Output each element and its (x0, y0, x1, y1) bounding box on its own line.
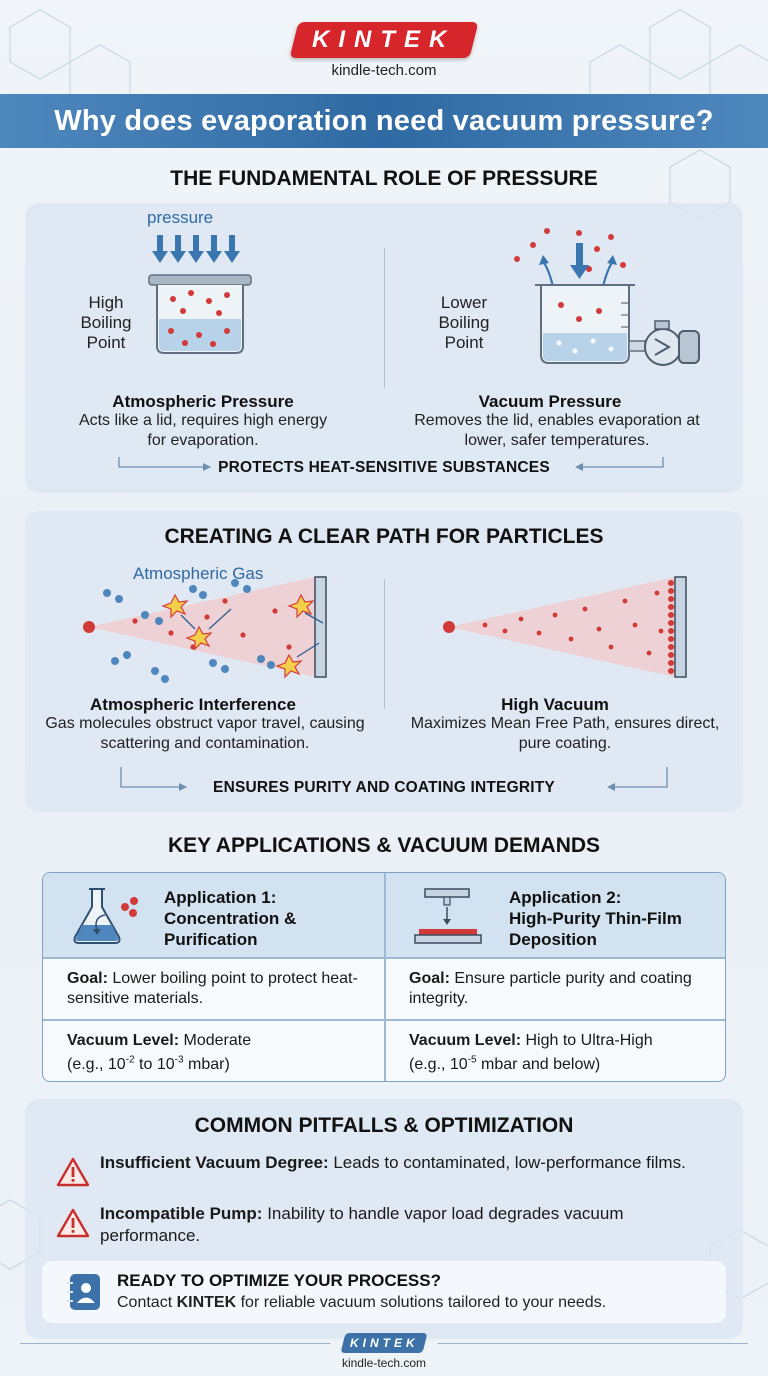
footer-line (20, 1343, 330, 1344)
page-title: Why does evaporation need vacuum pressur… (54, 104, 714, 137)
app1-goal-text: Lower boiling point to protect heat-sens… (67, 970, 358, 1007)
range-text: (e.g., 10 (409, 1056, 468, 1074)
table-row-line (43, 1019, 725, 1021)
pitfall-label: Incompatible Pump: (100, 1204, 263, 1223)
particle-path-panel: CREATING A CLEAR PATH FOR PARTICLES Atmo… (25, 511, 743, 812)
range-text: to 10 (134, 1056, 175, 1074)
title-banner: Why does evaporation need vacuum pressur… (0, 94, 768, 148)
lower-boiling-point-label: Lower Boiling Point (438, 293, 490, 352)
high-vacuum-heading: High Vacuum (501, 695, 609, 714)
scattering-diagram-icon (83, 576, 327, 683)
range-text: mbar and below) (476, 1056, 601, 1074)
cta-text: Contact KINTEK for reliable vacuum solut… (117, 1294, 606, 1312)
table-divider (384, 873, 386, 1081)
ensures-purity-callout: ENSURES PURITY AND COATING INTEGRITY (213, 779, 555, 796)
atmospheric-interference-desc: Gas molecules obstruct vapor travel, cau… (45, 715, 365, 752)
cta-text-post: for reliable vacuum solutions tailored t… (236, 1294, 607, 1311)
pitfall-text: Leads to contaminated, low-performance f… (328, 1153, 686, 1172)
atmospheric-interference-heading: Atmospheric Interference (90, 695, 296, 714)
goal-label: Goal: (409, 970, 450, 987)
footer-site-url: kindle-tech.com (341, 1356, 427, 1370)
callout-bracket-arrows (120, 767, 668, 791)
vacuum-pressure-desc: Removes the lid, enables evaporation at … (414, 412, 700, 449)
pressure-label: pressure (147, 208, 214, 227)
warning-icon (56, 1157, 90, 1187)
warning-icon (56, 1208, 90, 1238)
app2-vacuum-value: High to Ultra-High (521, 1032, 653, 1049)
exponent: -5 (467, 1055, 477, 1066)
pitfall-label: Insufficient Vacuum Degree: (100, 1153, 329, 1172)
cta-text-pre: Contact (117, 1294, 177, 1311)
pitfall-item: Incompatible Pump: Inability to handle v… (100, 1203, 720, 1247)
app2-vacuum-level: Vacuum Level: High to Ultra-High (e.g., … (409, 1031, 719, 1075)
site-url: kindle-tech.com (331, 62, 437, 79)
goal-label: Goal: (67, 970, 108, 987)
high-vacuum-desc: Maximizes Mean Free Path, ensures direct… (410, 715, 720, 752)
app2-goal: Goal: Ensure particle purity and coating… (409, 969, 719, 1009)
cta-box[interactable]: READY TO OPTIMIZE YOUR PROCESS? Contact … (42, 1261, 726, 1323)
atmospheric-gas-label: Atmospheric Gas (133, 564, 264, 583)
cta-heading: READY TO OPTIMIZE YOUR PROCESS? (117, 1271, 441, 1290)
range-text: mbar) (183, 1056, 230, 1074)
pitfall-text: Inability to handle vapor load degrades … (100, 1204, 624, 1245)
cta-brand: KINTEK (176, 1294, 237, 1311)
atmospheric-beaker-icon (148, 235, 252, 354)
atmospheric-pressure-desc: Acts like a lid, requires high energy fo… (78, 412, 328, 449)
pitfalls-section-title: COMMON PITFALLS & OPTIMIZATION (194, 1114, 574, 1137)
protects-heat-sensitive-callout: PROTECTS HEAT-SENSITIVE SUBSTANCES (218, 459, 550, 476)
footer-line (438, 1343, 748, 1344)
panel-divider (384, 248, 385, 388)
footer-logo: KINTEK (340, 1333, 428, 1353)
deposition-icon (414, 888, 482, 944)
atmospheric-pressure-heading: Atmospheric Pressure (112, 392, 294, 411)
app1-vacuum-value: Moderate (179, 1032, 252, 1049)
pitfall-item: Insufficient Vacuum Degree: Leads to con… (100, 1152, 720, 1174)
app1-vacuum-level: Vacuum Level: Moderate (e.g., 10-2 to 10… (67, 1031, 377, 1075)
app2-goal-text: Ensure particle purity and coating integ… (409, 970, 692, 1007)
contact-book-icon (67, 1274, 100, 1310)
vacuum-pressure-heading: Vacuum Pressure (478, 392, 622, 411)
panel-divider (384, 579, 385, 709)
table-row-line (43, 957, 725, 959)
vacuum-level-label: Vacuum Level: (409, 1032, 522, 1049)
exponent: -2 (125, 1055, 135, 1066)
footer-logo-text: KINTEK (349, 1336, 419, 1350)
vacuum-level-label: Vacuum Level: (67, 1032, 180, 1049)
particle-path-section-title: CREATING A CLEAR PATH FOR PARTICLES (164, 525, 604, 548)
direct-path-diagram-icon (443, 576, 687, 678)
high-boiling-point-label: High Boiling Point (80, 293, 132, 352)
applications-table: Application 1: Concentration & Purificat… (42, 872, 726, 1082)
app1-vacuum-range: (e.g., 10-2 to 10-3 mbar) (67, 1055, 230, 1074)
brand-logo-text: KINTEK (312, 26, 456, 53)
brand-logo: KINTEK (289, 22, 479, 58)
app1-heading: Application 1: Concentration & Purificat… (164, 888, 297, 949)
app2-heading: Application 2: High-Purity Thin-Film Dep… (509, 888, 682, 949)
callout-bracket-arrows (118, 457, 664, 471)
app2-vacuum-range: (e.g., 10-5 mbar and below) (409, 1055, 601, 1074)
range-text: (e.g., 10 (67, 1056, 126, 1074)
exponent: -3 (174, 1055, 184, 1066)
pressure-panel: pressure High Boiling Point (25, 203, 743, 493)
app1-goal: Goal: Lower boiling point to protect hea… (67, 969, 377, 1009)
vacuum-beaker-pump-icon (514, 228, 700, 366)
applications-section-title: KEY APPLICATIONS & VACUUM DEMANDS (167, 834, 601, 857)
pressure-section-title: THE FUNDAMENTAL ROLE OF PRESSURE (170, 167, 598, 190)
flask-icon (73, 888, 138, 944)
